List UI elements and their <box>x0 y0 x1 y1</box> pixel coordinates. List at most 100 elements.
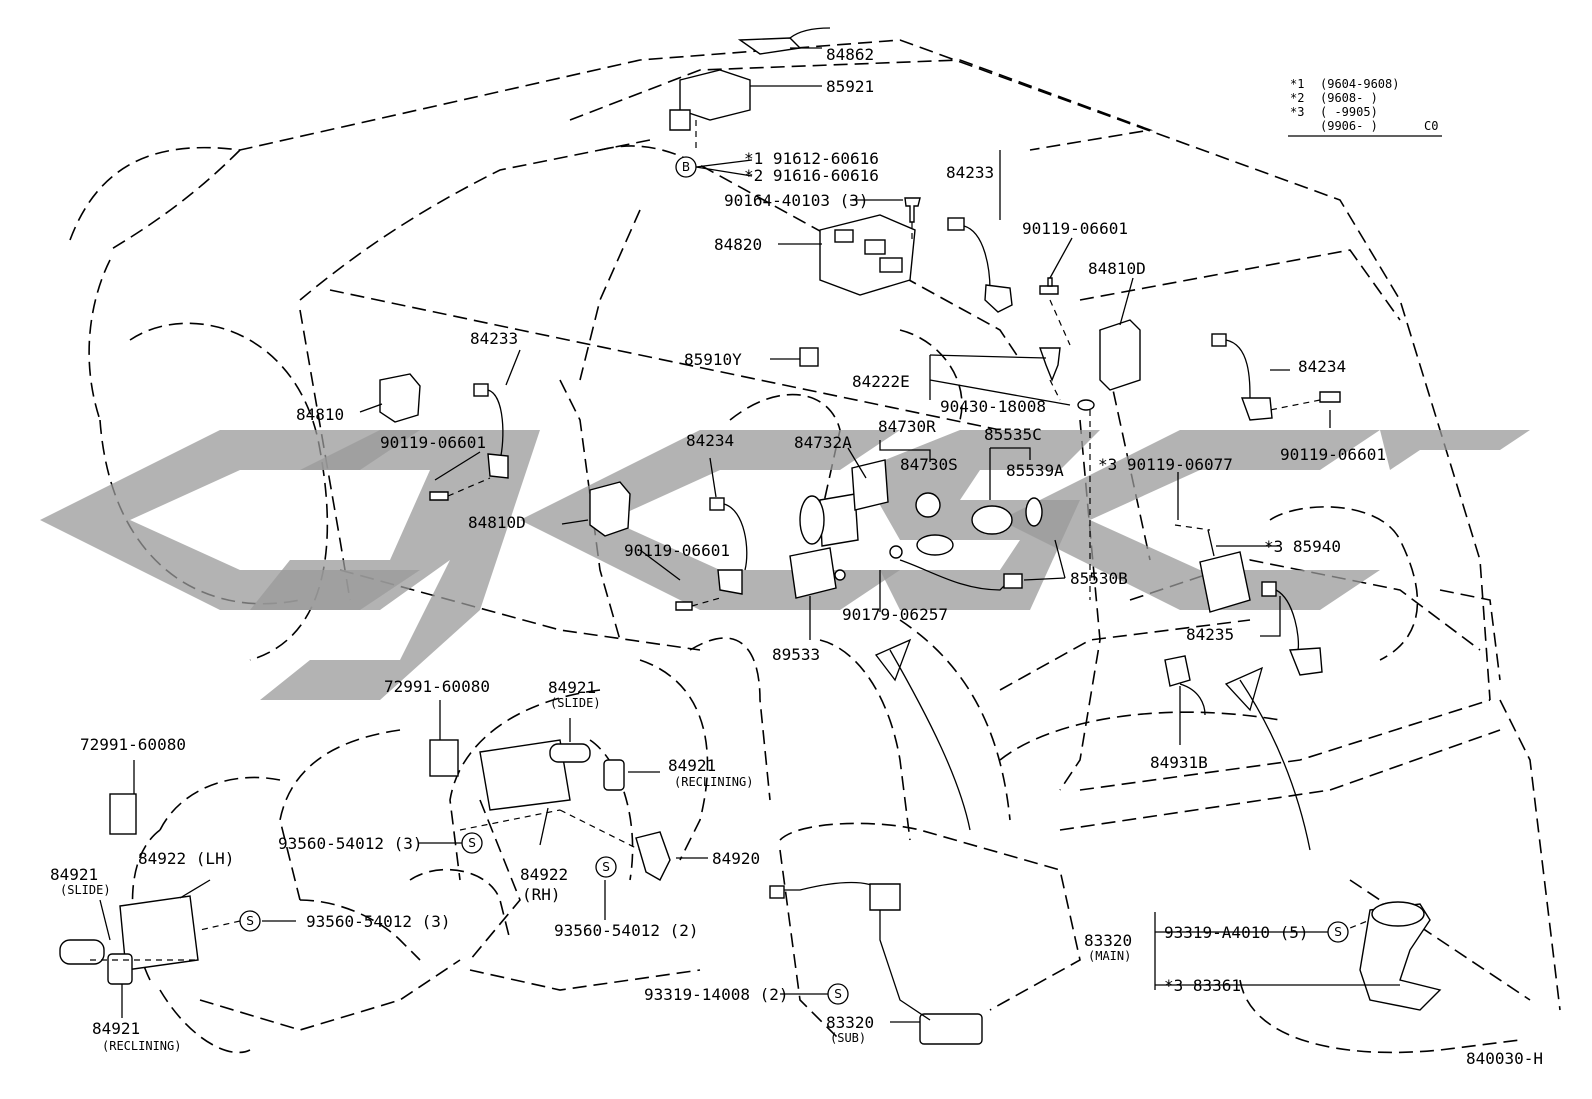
circle-mark-s: S <box>595 856 617 878</box>
screw-90164 <box>904 197 921 223</box>
circle-mark-s: S <box>827 983 849 1005</box>
wire-harness-84862 <box>737 37 802 55</box>
connector-84234-right <box>1211 333 1227 347</box>
label-84921-reclining-b-sub: (RECLINING) <box>102 1039 181 1053</box>
label-83320-sub: 83320 <box>826 1013 874 1032</box>
assembly-paths <box>90 120 1371 961</box>
label-84234-right: 84234 <box>1298 357 1346 376</box>
label-84233-top: 84233 <box>946 163 994 182</box>
label-84921-slide-a-sub: (SLIDE) <box>550 696 601 710</box>
label-93319-14008: 93319-14008 (2) <box>644 985 789 1004</box>
svg-text:S: S <box>834 987 842 1001</box>
label-83320-main-sub: (MAIN) <box>1088 949 1131 963</box>
label-84922-rh-sub: (RH) <box>522 885 561 904</box>
switch-84810D-right <box>1099 319 1141 391</box>
socket-85535C <box>971 505 1013 535</box>
label-84732A: 84732A <box>794 433 852 452</box>
label-84862: 84862 <box>826 45 874 64</box>
knob-84730S <box>915 492 941 518</box>
switch-84810-left <box>379 373 421 423</box>
legend-row-3-range: ( -9905) <box>1320 105 1378 119</box>
label-84922-rh: 84922 <box>520 865 568 884</box>
svg-text:B: B <box>682 160 690 174</box>
connector-84235 <box>1261 581 1277 597</box>
label-89533: 89533 <box>772 645 820 664</box>
label-85940: *3 85940 <box>1264 537 1341 556</box>
label-84233-left: 84233 <box>470 329 518 348</box>
label-84921-slide-a: 84921 <box>548 678 596 697</box>
arrow-lower <box>1239 679 1311 851</box>
label-90119-06601-right: 90119-06601 <box>1280 445 1386 464</box>
label-84922-lh: 84922 (LH) <box>138 849 234 868</box>
part-labels: 84862 85921 *1 91612-60616 *2 91616-6061… <box>50 45 1543 1068</box>
switch-84810D-left <box>589 481 631 537</box>
label-90119-06601-top: 90119-06601 <box>1022 219 1128 238</box>
label-93560-54012-a: 93560-54012 (3) <box>278 834 423 853</box>
label-91616-60616: *2 91616-60616 <box>744 166 879 185</box>
label-84931B: 84931B <box>1150 753 1208 772</box>
label-84730S: 84730S <box>900 455 958 474</box>
connector-84233-top <box>947 217 965 231</box>
bracket-84920 <box>635 831 671 881</box>
label-72991-60080-b: 72991-60080 <box>80 735 186 754</box>
label-84810D-left: 84810D <box>468 513 526 532</box>
bracket-72991-a <box>429 739 459 777</box>
label-84810D-right: 84810D <box>1088 259 1146 278</box>
label-90119-06077: *3 90119-06077 <box>1098 455 1233 474</box>
svg-text:S: S <box>602 860 610 874</box>
knob-84921-slide-b <box>59 939 105 965</box>
relay-85940 <box>1199 551 1251 613</box>
label-84920: 84920 <box>712 849 760 868</box>
switch-84732A <box>819 493 859 547</box>
label-84222E: 84222E <box>852 372 910 391</box>
label-72991-60080-a: 72991-60080 <box>384 677 490 696</box>
label-93560-54012-c: 93560-54012 (2) <box>554 921 699 940</box>
label-84234-left: 84234 <box>686 431 734 450</box>
legend-row-2-mark: *2 <box>1290 91 1304 105</box>
washer-90430 <box>1077 399 1095 411</box>
label-90164-40103: 90164-40103 (3) <box>724 191 869 210</box>
label-85921: 85921 <box>826 77 874 96</box>
fuel-sender-83320-sub <box>919 1013 983 1045</box>
switch-84222E <box>1039 347 1061 382</box>
circle-marks: B S S S S S <box>239 156 1349 1005</box>
seat-switch-84922-lh <box>119 895 199 971</box>
circle-mark-s: S <box>461 832 483 854</box>
legend-row-4-code: C0 <box>1424 119 1438 133</box>
label-90179-06257: 90179-06257 <box>842 605 948 624</box>
legend-row-4-range: (9906- ) <box>1320 119 1378 133</box>
legend-row-1-range: (9604-9608) <box>1320 77 1399 91</box>
arrow-upper <box>889 649 971 831</box>
svg-text:S: S <box>468 836 476 850</box>
module-89533 <box>789 547 837 599</box>
switch-84730R <box>851 459 889 511</box>
circle-mark-s: S <box>239 910 261 932</box>
knob-84921-recline-b <box>107 953 133 985</box>
power-window-master-switch-84820 <box>819 214 916 296</box>
label-84921-slide-b-sub: (SLIDE) <box>60 883 111 897</box>
label-85539A: 85539A <box>1006 461 1064 480</box>
label-93319-A4010: 93319-A4010 (5) <box>1164 923 1309 942</box>
connector-84234-left <box>709 497 725 511</box>
label-84730R: 84730R <box>878 417 936 436</box>
harness-85530B <box>899 559 1011 591</box>
knob-84921-slide-a <box>549 743 591 763</box>
connector-84233-left <box>473 383 489 397</box>
label-93560-54012-b: 93560-54012 (3) <box>306 912 451 931</box>
bracket-72991-b <box>109 793 137 835</box>
label-84921-reclining-a: 84921 <box>668 756 716 775</box>
label-84820: 84820 <box>714 235 762 254</box>
label-85910Y: 85910Y <box>684 350 742 369</box>
cap-85539A <box>1025 497 1043 527</box>
label-90119-06601-left: 90119-06601 <box>380 433 486 452</box>
label-85535C: 85535C <box>984 425 1042 444</box>
relay-85910Y <box>799 347 819 367</box>
label-90119-06601-mid: 90119-06601 <box>624 541 730 560</box>
label-83320-main: 83320 <box>1084 931 1132 950</box>
svg-text:S: S <box>246 914 254 928</box>
label-84235: 84235 <box>1186 625 1234 644</box>
knob-84921-recline-a <box>603 759 625 791</box>
label-84810: 84810 <box>296 405 344 424</box>
legend-row-3-mark: *3 <box>1290 105 1304 119</box>
